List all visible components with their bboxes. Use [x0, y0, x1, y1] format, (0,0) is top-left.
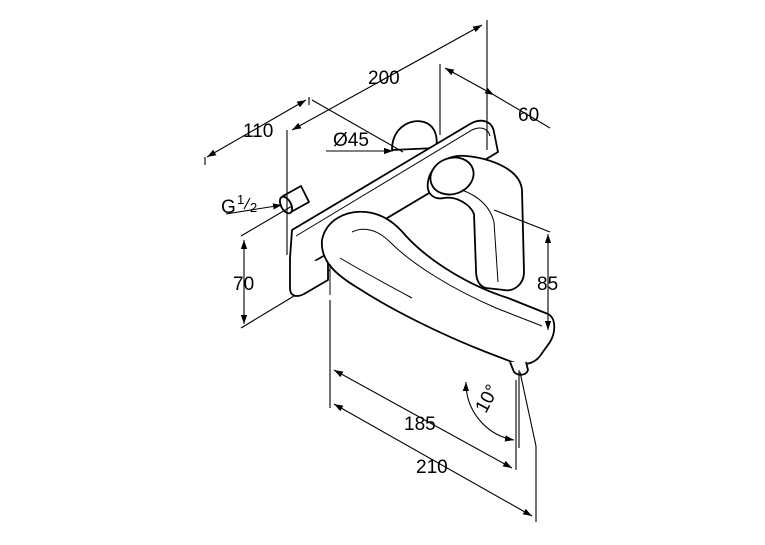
dim-angle: 10°	[462, 370, 537, 448]
dimensions: 200 110 Ø45 60 G 1 2	[204, 20, 558, 522]
spout	[321, 210, 556, 376]
dim-200-label: 200	[368, 68, 400, 89]
dim-thread-denominator: 2	[250, 200, 257, 215]
rosette	[391, 120, 438, 151]
dim-60: 60	[439, 64, 551, 135]
dim-thread: G 1 2	[221, 192, 283, 218]
dim-210: 210	[333, 403, 537, 522]
faucet-body	[278, 119, 556, 376]
dim-diameter-label: Ø45	[333, 130, 369, 151]
dim-thread-g: G	[221, 197, 236, 218]
dim-210-label: 210	[416, 457, 448, 478]
thread-stub	[278, 185, 310, 215]
dim-110-label: 110	[243, 121, 273, 142]
lever-handle	[426, 154, 525, 292]
dim-110: 110	[204, 97, 404, 165]
dim-angle-label: 10°	[472, 381, 504, 416]
dim-diameter: Ø45	[326, 130, 393, 155]
dim-85-label: 85	[537, 274, 558, 295]
dim-thread-numerator: 1	[237, 192, 244, 207]
dim-60-label: 60	[518, 105, 539, 126]
dim-70-label: 70	[233, 274, 254, 295]
dim-185-label: 185	[404, 414, 436, 435]
dim-70: 70	[233, 205, 295, 329]
dim-85: 85	[493, 209, 558, 330]
